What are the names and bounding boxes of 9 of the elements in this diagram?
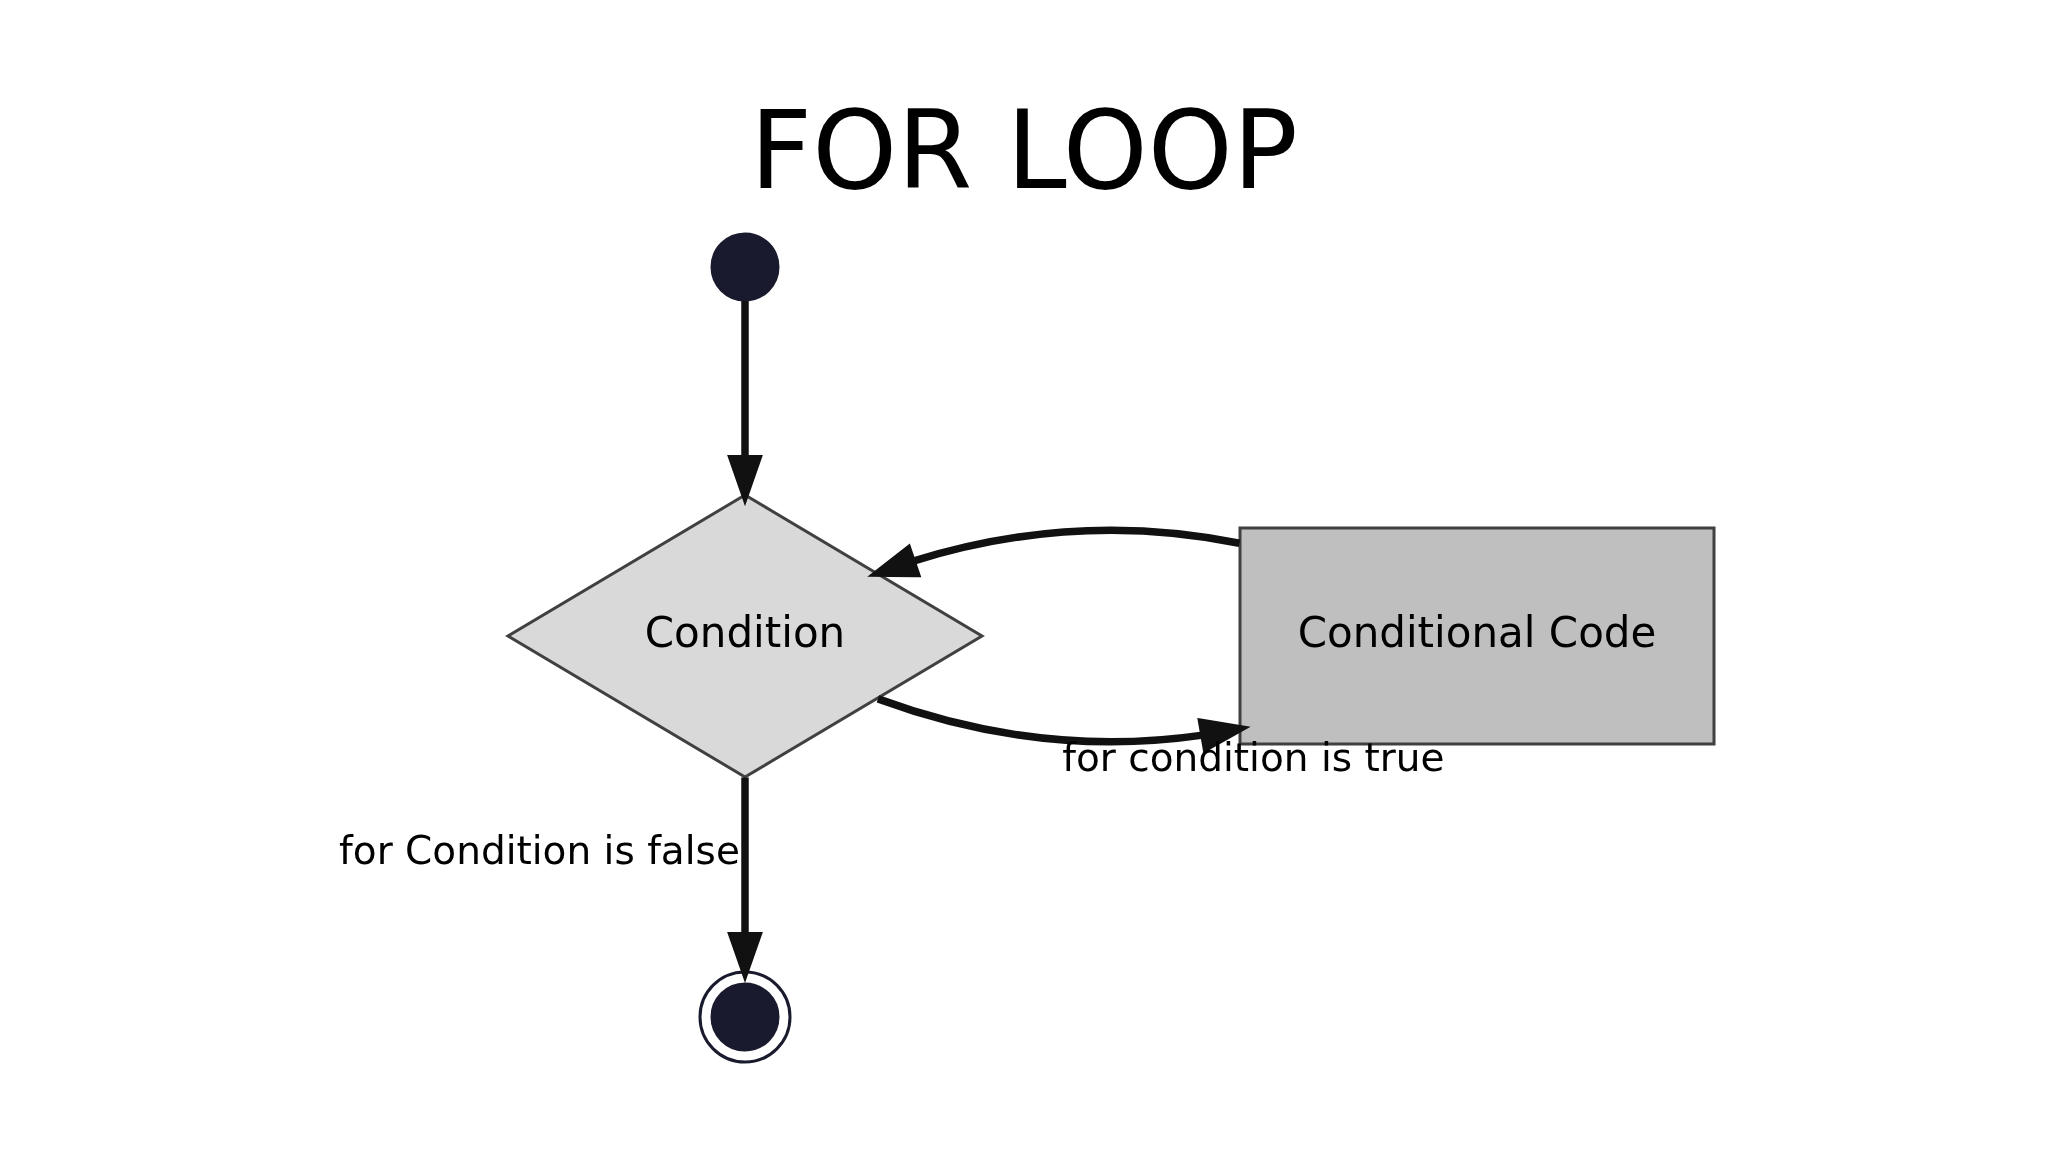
node-circle: [710, 232, 780, 302]
node-diamond: Condition: [505, 493, 985, 779]
diagram-title: FOR LOOP: [750, 88, 1298, 214]
arrow: [876, 695, 1251, 754]
arrow: [727, 300, 763, 507]
edge-label: for Condition is false: [339, 827, 740, 873]
node-circle: [698, 970, 792, 1064]
arrow: [727, 777, 763, 984]
arrow: [867, 526, 1241, 578]
